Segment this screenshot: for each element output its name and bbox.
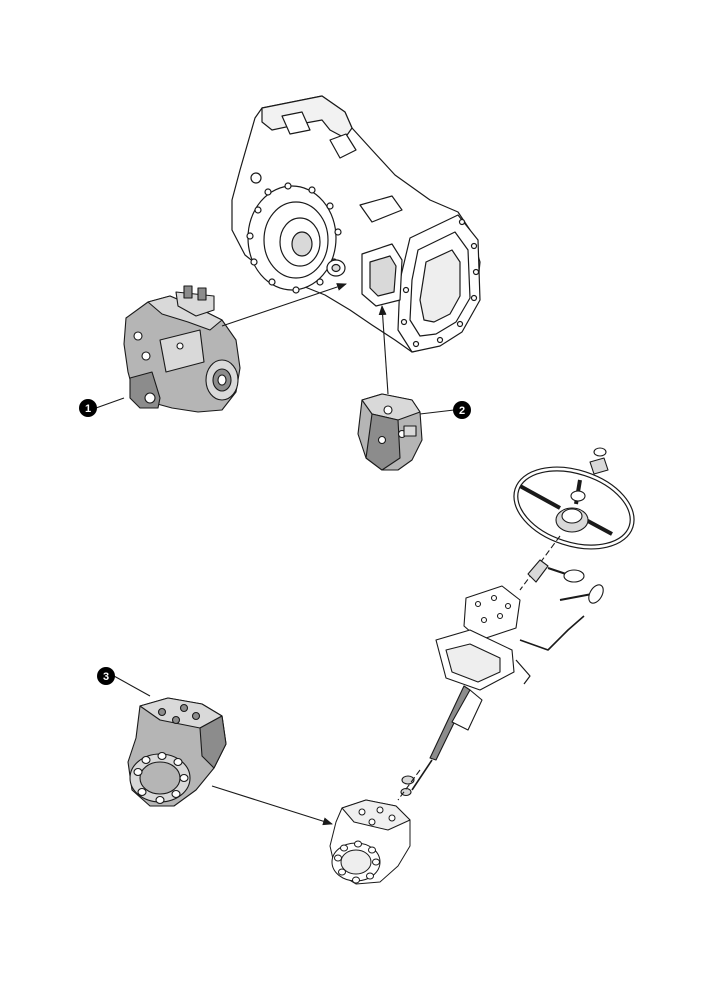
callout-leader-2 <box>419 409 455 415</box>
leader-lines <box>95 283 455 826</box>
callout-2: 2 <box>453 401 471 419</box>
callout-leader-3 <box>113 675 151 697</box>
callout-number: 1 <box>85 403 91 415</box>
valve-block <box>357 393 423 471</box>
callout-number: 2 <box>459 405 465 417</box>
arrow-unit-to-column <box>211 785 333 826</box>
arrow-valve-to-housing <box>378 305 389 395</box>
callout-badge <box>97 667 115 685</box>
callout-number: 3 <box>103 671 109 683</box>
transmission-housing <box>231 95 481 353</box>
arrow-pump-to-housing <box>221 283 347 327</box>
callout-leader-1 <box>95 397 125 409</box>
callout-badge <box>79 399 97 417</box>
steering-unit-installed <box>329 799 411 885</box>
callout-1: 1 <box>79 399 97 417</box>
hydraulic-pump <box>123 285 241 413</box>
callout-3: 3 <box>97 667 115 685</box>
callout-badge <box>453 401 471 419</box>
steering-column-assembly <box>397 447 635 801</box>
steering-unit <box>127 697 227 807</box>
